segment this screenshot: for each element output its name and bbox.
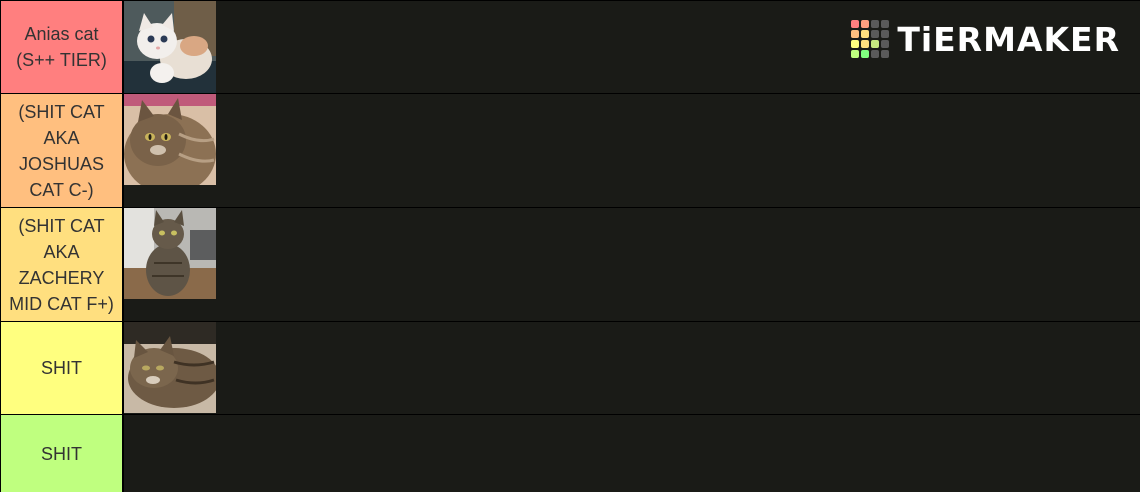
logo-grid-cell [861,40,870,48]
white-kitten-image[interactable] [124,1,216,93]
tier-items-area[interactable] [124,94,1140,207]
logo-grid-cell [881,20,890,28]
logo-grid-cell [851,40,860,48]
tabby-cat-sitting-image[interactable] [124,208,216,299]
logo-grid-cell [861,30,870,38]
logo-grid-cell [881,50,890,58]
tier-label[interactable]: SHIT [1,415,124,492]
logo-grid-cell [851,50,860,58]
logo-grid-cell [871,50,880,58]
logo-grid-cell [871,40,880,48]
logo-grid-cell [861,50,870,58]
logo-grid-cell [851,20,860,28]
tier-row-4: SHIT [0,321,1140,414]
logo-text: TiERMAKER [897,19,1120,59]
tier-label[interactable]: SHIT [1,322,124,414]
logo-grid-cell [871,30,880,38]
tiermaker-grid-icon [851,20,890,58]
tier-items-area[interactable] [124,208,1140,321]
maine-coon-cat-image[interactable] [124,94,216,185]
logo-grid-cell [881,40,890,48]
logo-grid-cell [851,30,860,38]
tier-items-area[interactable] [124,1,1140,93]
logo-grid-cell [881,30,890,38]
tiermaker-logo: TiERMAKER [851,20,1120,58]
tier-label[interactable]: Anias cat(S++ TIER) [1,1,124,93]
tier-items-area[interactable] [124,322,1140,414]
tier-items-area[interactable] [124,415,1140,492]
tier-row-1: Anias cat(S++ TIER) [0,0,1140,93]
logo-grid-cell [871,20,880,28]
tier-row-5: SHIT [0,414,1140,492]
tabby-cat-lying-image[interactable] [124,322,216,413]
logo-grid-cell [861,20,870,28]
